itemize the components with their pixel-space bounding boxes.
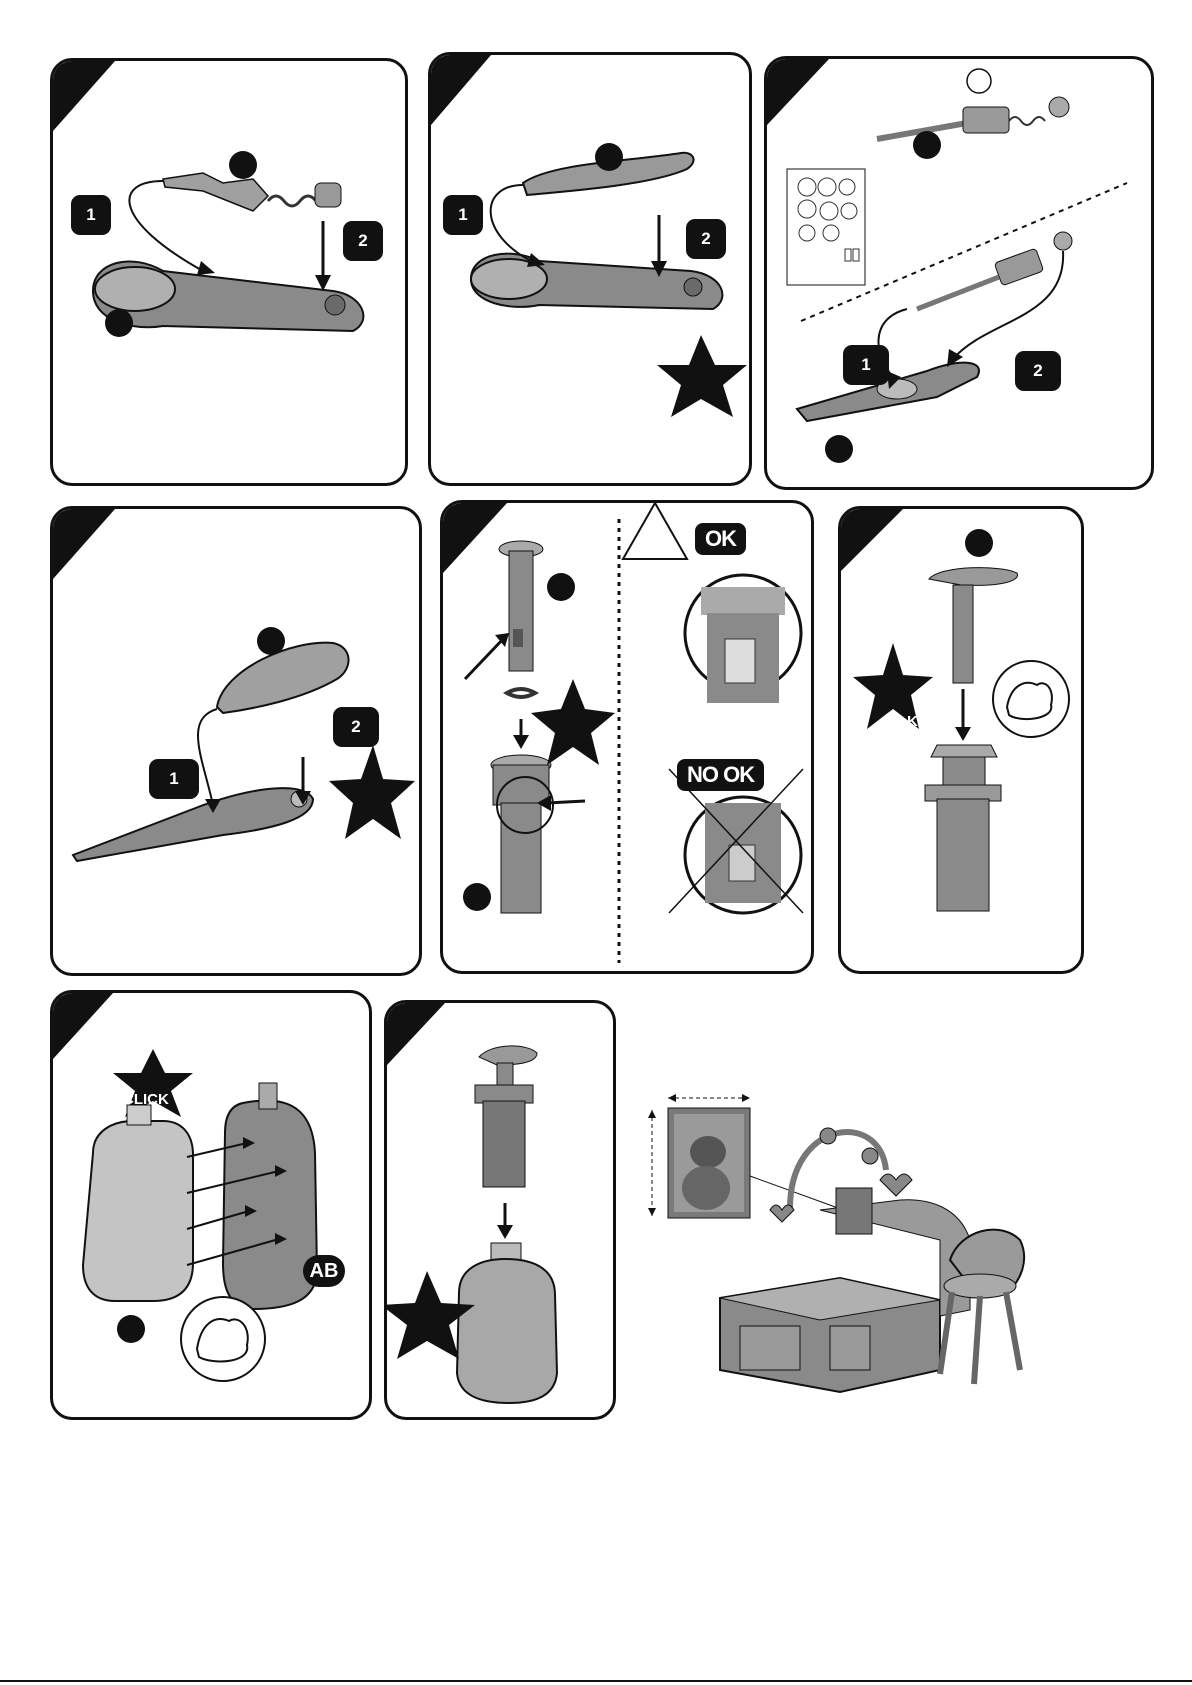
step-5-illustration (443, 503, 811, 971)
no-ok-label: NO OK (677, 759, 764, 791)
part-marker (595, 143, 623, 171)
part-marker (463, 883, 491, 911)
step-7-illustration (53, 993, 369, 1417)
step-panel-3: 1 2 (764, 56, 1154, 490)
step-panel-2: 1 2 (428, 52, 752, 486)
part-marker (965, 529, 993, 557)
click-label: CLICK (123, 1091, 169, 1108)
caution-triangle-icon (623, 503, 687, 559)
star-burst-icon (657, 335, 747, 417)
ok-label: OK (695, 523, 746, 555)
step-6-illustration (841, 509, 1081, 971)
product-overview (640, 1080, 1100, 1430)
step-panel-8 (384, 1000, 616, 1420)
step-2-illustration (431, 55, 749, 483)
star-burst-icon (853, 643, 933, 729)
step-number-2: 2 (333, 707, 379, 747)
step-panel-4: 1 2 (50, 506, 422, 976)
step-number-1: 1 (443, 195, 483, 235)
part-marker (547, 573, 575, 601)
ab-badge: AB (303, 1255, 345, 1287)
step-8-illustration (387, 1003, 613, 1417)
star-burst-icon (329, 745, 415, 839)
step-number-1: 1 (71, 195, 111, 235)
step-panel-1: 1 2 (50, 58, 408, 486)
step-number-2: 2 (1015, 351, 1061, 391)
part-marker (913, 131, 941, 159)
step-3-illustration (767, 59, 1151, 487)
part-marker (257, 627, 285, 655)
step-panel-5: OK NO OK (440, 500, 814, 974)
step-number-1: 1 (843, 345, 889, 385)
step-number-2: 2 (686, 219, 726, 259)
footer-rule (0, 1680, 1192, 1682)
star-label: K (907, 713, 918, 730)
product-illustration (640, 1080, 1100, 1430)
part-marker (117, 1315, 145, 1343)
step-1-illustration (53, 61, 405, 483)
step-panel-7: CLICK AB (50, 990, 372, 1420)
star-burst-icon (531, 679, 615, 765)
part-marker (825, 435, 853, 463)
step-panel-6: K (838, 506, 1084, 974)
step-number-2: 2 (343, 221, 383, 261)
step-number-1: 1 (149, 759, 199, 799)
part-marker (229, 151, 257, 179)
part-marker (105, 309, 133, 337)
